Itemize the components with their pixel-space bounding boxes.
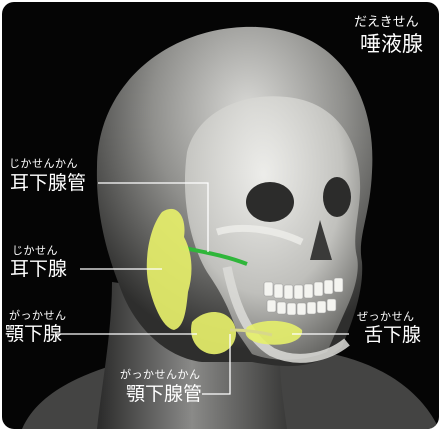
eye-socket-left (246, 182, 294, 222)
title: 唾液腺 (360, 34, 423, 55)
parotid-duct-label: 耳下腺管 (10, 174, 86, 193)
parotid-duct-reading: じかせんかん (9, 158, 78, 169)
submandibular-duct-label: 顎下腺管 (126, 385, 202, 404)
submandibular-duct-reading: がっかせんかん (120, 369, 201, 380)
submandibular-gland-reading: がっかせん (9, 310, 67, 321)
sublingual-gland-reading: ぜっかせん (357, 311, 415, 322)
eye-socket-right (323, 177, 351, 217)
parotid-gland-label: 耳下腺 (10, 260, 67, 279)
parotid-gland-reading: じかせん (12, 245, 58, 256)
title-reading: だえきせん (354, 16, 419, 29)
sublingual-gland-label: 舌下腺 (364, 326, 421, 345)
submandibular-gland-label: 顎下腺 (5, 325, 62, 344)
